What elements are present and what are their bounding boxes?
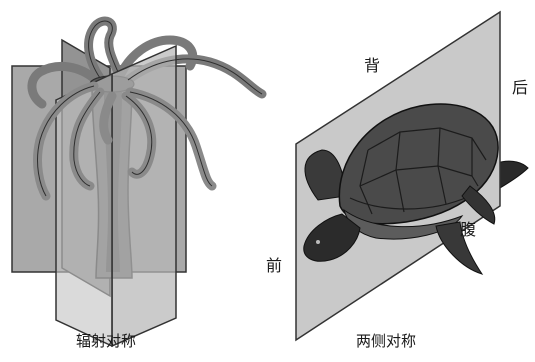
turtle-eye (316, 240, 320, 244)
label-dorsal: 背 (364, 58, 380, 74)
radial-symmetry-illustration (12, 21, 262, 346)
label-ventral: 腹 (460, 222, 476, 238)
label-anterior: 前 (266, 258, 282, 274)
radial-plane-front (112, 46, 176, 346)
bilateral-symmetry-illustration (296, 12, 528, 340)
caption-bilateral-symmetry: 两侧对称 (356, 334, 416, 349)
caption-radial-symmetry: 辐射对称 (76, 334, 136, 349)
label-posterior: 后 (512, 80, 528, 96)
